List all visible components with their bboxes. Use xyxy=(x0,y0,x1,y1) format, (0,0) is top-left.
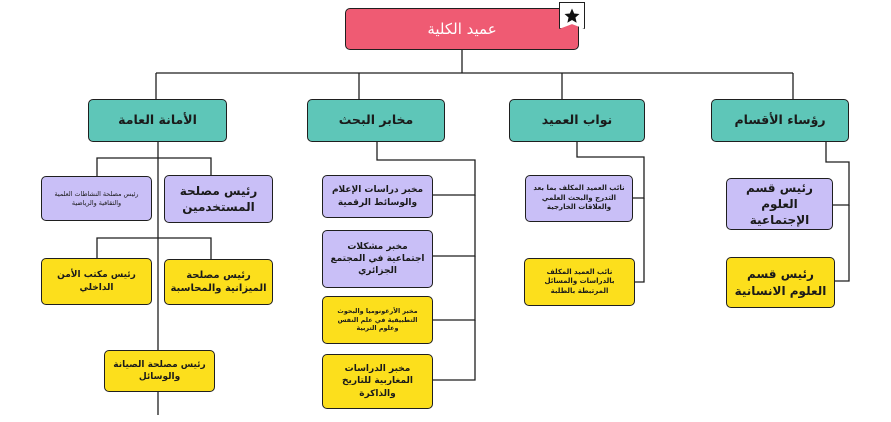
sec-security: رئيس مكتب الأمن الداخلي xyxy=(41,258,152,305)
lab-social-problems: مخبر مشكلات اجتماعية في المجتمع الجزائري xyxy=(322,230,433,288)
dean-box: عميد الكلية xyxy=(345,8,579,50)
branch-deputies-label: نواب العميد xyxy=(541,112,613,128)
branch-secretariat-label: الأمانة العامة xyxy=(118,112,197,128)
deputy-students: نائب العميد المكلف بالدراسات والمسائل ال… xyxy=(524,258,635,306)
branch-secretariat: الأمانة العامة xyxy=(88,99,227,142)
branch-heads-label: رؤساء الأقسام xyxy=(734,112,826,128)
branch-labs-label: مخابر البحث xyxy=(338,112,414,128)
lab-maghreb-history: مخبر الدراسات المغاربية للتاريخ والذاكرة xyxy=(322,354,433,409)
head-humanities: رئيس قسم العلوم الانسانية xyxy=(726,257,835,308)
sec-maintenance: رئيس مصلحة الصيانة والوسائل xyxy=(104,350,215,392)
lab-media: مخبر دراسات الإعلام والوسائط الرقمية xyxy=(322,175,433,218)
sec-personnel: رئيس مصلحة المستخدمين xyxy=(164,175,273,223)
sec-activities: رئيس مصلحة النشاطات العلمية والثقافية وا… xyxy=(41,176,152,221)
star-icon xyxy=(564,8,580,23)
branch-heads: رؤساء الأقسام xyxy=(711,99,849,142)
lab-ergonomics: مخبر الأرغونوميا والبحوث التطبيقية في عل… xyxy=(322,296,433,344)
sec-budget: رئيس مصلحة الميزانية والمحاسبة xyxy=(164,259,273,305)
branch-labs: مخابر البحث xyxy=(307,99,445,142)
branch-deputies: نواب العميد xyxy=(509,99,645,142)
head-social-sciences: رئيس قسم العلوم الإجتماعية xyxy=(726,178,833,230)
deputy-postgrad: نائب العميد المكلف بما بعد التدرج والبحث… xyxy=(525,175,633,222)
dean-label: عميد الكلية xyxy=(427,19,497,38)
